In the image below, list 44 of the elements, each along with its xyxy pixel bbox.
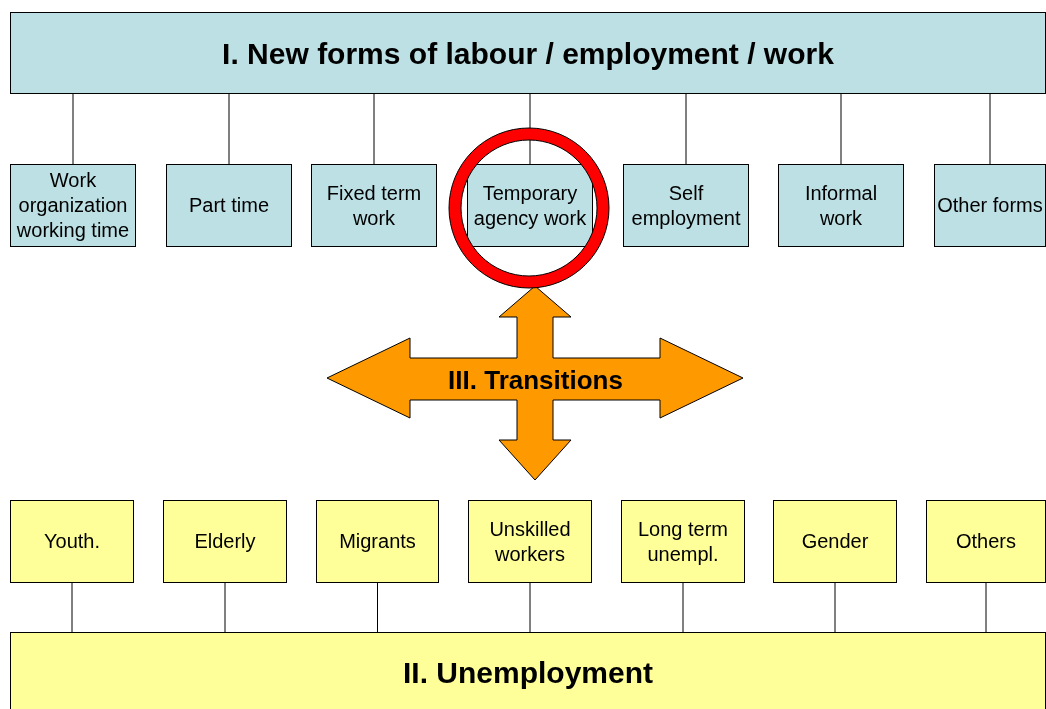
connector-line xyxy=(682,582,684,633)
category-label: Other forms xyxy=(936,193,1044,218)
connector-line xyxy=(685,93,687,165)
header-box xyxy=(10,12,1046,94)
category-box xyxy=(467,164,593,247)
category-label: Youth. xyxy=(43,529,101,554)
category-box xyxy=(163,500,287,583)
category-label: Unskilled workers xyxy=(488,516,572,567)
category-label: Others xyxy=(955,529,1017,554)
category-label: Temporary agency work xyxy=(472,180,588,231)
connector-line xyxy=(71,582,73,633)
category-label: Self employment xyxy=(630,180,742,231)
connector-line xyxy=(228,93,230,165)
category-box xyxy=(926,500,1046,583)
category-box xyxy=(778,164,904,247)
category-label: Migrants xyxy=(338,529,417,554)
category-label: Gender xyxy=(800,529,870,554)
connector-line xyxy=(989,93,991,165)
category-box xyxy=(166,164,292,247)
category-box xyxy=(934,164,1046,247)
category-label: Work organization working time xyxy=(15,168,131,243)
category-box xyxy=(311,164,437,247)
category-box xyxy=(468,500,592,583)
category-label: Informal work xyxy=(803,180,879,231)
category-box xyxy=(623,164,749,247)
connector-line xyxy=(985,582,987,633)
category-box xyxy=(316,500,439,583)
connector-line xyxy=(529,582,531,633)
category-label: Part time xyxy=(188,193,270,218)
category-label: Long term unempl. xyxy=(636,516,730,567)
connector-line xyxy=(834,582,836,633)
heading-text: III. Transitions xyxy=(448,368,623,393)
category-label: Fixed term work xyxy=(325,180,423,231)
category-box xyxy=(621,500,745,583)
category-label: Elderly xyxy=(193,529,257,554)
category-box xyxy=(10,500,134,583)
category-box xyxy=(773,500,897,583)
four-way-arrow xyxy=(327,286,744,481)
connector-line xyxy=(72,93,74,165)
connector-line xyxy=(373,93,375,165)
connector-line xyxy=(224,582,226,633)
connector-line xyxy=(840,93,842,165)
connector-line xyxy=(377,582,378,633)
header-box xyxy=(10,632,1046,709)
